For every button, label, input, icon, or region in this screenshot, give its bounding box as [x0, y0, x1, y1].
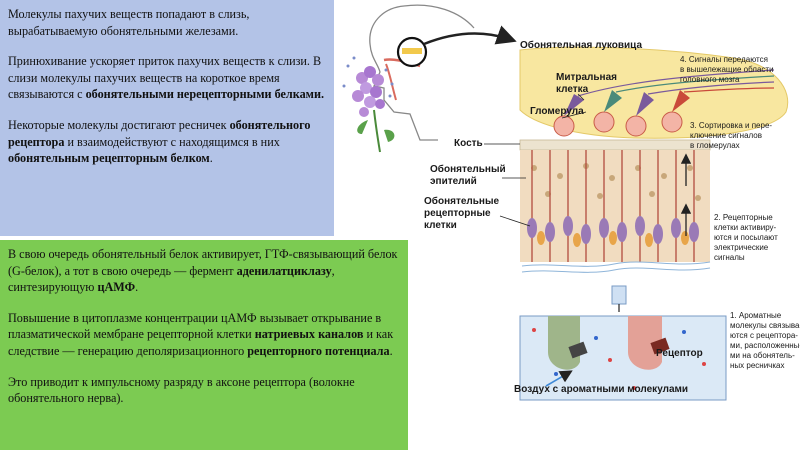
label-bulb: Обонятельная луковица [520, 39, 642, 51]
term-olfactory-receptor: обонятельного рецептора [8, 117, 311, 149]
label-receptor-cells-2: рецепторные [424, 208, 491, 219]
label-mitral-2: клетка [556, 84, 589, 95]
olfaction-diagram: Обонятельная луковица Митральная клетка … [342, 4, 800, 401]
cilia-inset [519, 315, 727, 401]
svg-text:молекулы связыва-: молекулы связыва- [730, 321, 800, 330]
glomeruli [553, 111, 683, 137]
term-sodium-channels: натриевых каналов [254, 327, 364, 342]
label-bone: Кость [454, 138, 483, 149]
lilac-flower [352, 66, 395, 153]
bone-pores [531, 163, 701, 201]
term-nonreceptor-proteins: обонятельными нерецепторными белками. [85, 87, 325, 102]
label-receptor: Рецептор [656, 348, 703, 359]
paragraph-impulse: Это приводит к импульсному разряду в акс… [8, 374, 355, 406]
label-receptor-cells-3: клетки [424, 220, 457, 231]
text-panel-top: Молекулы пахучих веществ попадают в слиз… [0, 0, 334, 236]
bone-layer [519, 139, 711, 151]
zoom-arrow [423, 25, 517, 46]
svg-text:1. Ароматные: 1. Ароматные [730, 311, 782, 320]
svg-text:ключение сигналов: ключение сигналов [690, 131, 762, 140]
text-panel-bottom: В свою очередь обонятельный белок активи… [0, 240, 408, 450]
step-1: 1. Ароматные молекулы связыва- ются с ре… [730, 311, 800, 370]
step-2: 2. Рецепторные клетки активиру- ются и п… [714, 213, 778, 262]
paragraph-cilia: Некоторые молекулы достигают ресничек об… [8, 117, 311, 166]
svg-text:4. Сигналы передаются: 4. Сигналы передаются [680, 55, 768, 64]
label-epithelium-1: Обонятельный [430, 163, 506, 175]
label-epithelium-2: эпителий [430, 176, 477, 187]
term-adenylate-cyclase: аденилатциклазу [236, 263, 332, 278]
zoom-marker [611, 285, 627, 312]
term-camp: цАМФ [97, 280, 136, 295]
leader-lines [484, 93, 587, 227]
paragraph-sniffing: Принюхивание ускоряет приток пахучих вещ… [8, 54, 325, 102]
label-air: Воздух с ароматными молекулами [514, 384, 688, 395]
svg-text:ных ресничках: ных ресничках [730, 361, 784, 370]
svg-text:клетки активиру-: клетки активиру- [714, 223, 777, 232]
svg-text:в гломерулах: в гломерулах [690, 141, 740, 150]
scent-dots [342, 56, 394, 98]
paragraph-mucus: Молекулы пахучих веществ попадают в слиз… [8, 7, 250, 38]
label-receptor-cells-1: Обонятельные [424, 195, 499, 207]
label-glomerulus: Гломерула [530, 106, 584, 117]
term-receptor-protein: обонятельным рецепторным белком [8, 151, 210, 166]
step-4: 4. Сигналы передаются в вышележащие обла… [680, 55, 774, 84]
step-3: 3. Сортировка и пере- ключение сигналов … [690, 121, 772, 150]
svg-text:3. Сортировка и пере-: 3. Сортировка и пере- [690, 121, 772, 130]
epithelium-layer [520, 150, 710, 262]
receptor-cells [527, 150, 699, 262]
paragraph-sodium-channels: Повышение в цитоплазме концентрации цАМФ… [8, 310, 394, 358]
svg-text:в вышележащие области: в вышележащие области [680, 65, 774, 74]
mitral-cells [564, 90, 690, 116]
label-mitral-1: Митральная [556, 72, 617, 83]
svg-text:электрические: электрические [714, 243, 769, 252]
svg-text:сигналы: сигналы [714, 253, 745, 262]
svg-text:головного мозга: головного мозга [680, 75, 740, 84]
axon-paths [577, 69, 775, 97]
svg-text:2. Рецепторные: 2. Рецепторные [714, 213, 773, 222]
svg-text:ются и посылают: ются и посылают [714, 233, 778, 242]
svg-text:ются с рецептора-: ются с рецептора- [730, 331, 798, 340]
svg-text:ми на обонятель-: ми на обонятель- [730, 351, 795, 360]
air-molecules [532, 328, 706, 390]
term-receptor-potential: рецепторного потенциала [247, 343, 390, 358]
paragraph-g-protein: В свою очередь обонятельный белок активи… [8, 247, 398, 295]
head-profile [369, 4, 475, 141]
mucus-cilia [521, 261, 711, 273]
svg-text:ми, расположенны-: ми, расположенны- [730, 341, 800, 350]
